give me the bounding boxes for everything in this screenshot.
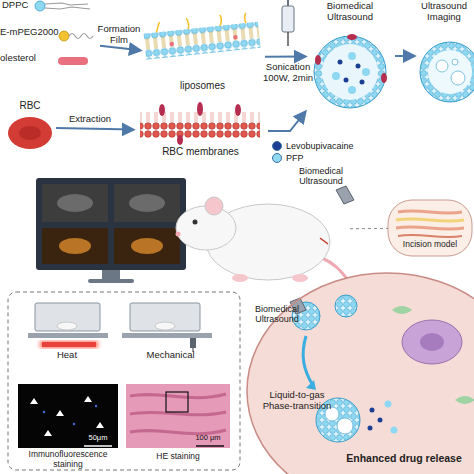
node-text: HE staining — [124, 452, 232, 462]
he-image — [126, 384, 230, 448]
mouse — [176, 197, 373, 290]
node-text: Biomedical Ultrasound — [291, 166, 351, 187]
incision-inset — [388, 200, 472, 256]
node-text: RBC membranes — [148, 146, 253, 158]
imaging-particle — [420, 42, 474, 102]
dashed-panel — [8, 292, 240, 470]
incision-node: Incision model — [388, 198, 472, 258]
membrane-node: RBC membranes — [133, 100, 268, 162]
node-text: Ultrasound Imaging — [415, 1, 473, 23]
connector-arrow — [350, 228, 388, 229]
legend-text: PFP — [286, 153, 304, 163]
rbc-membrane — [140, 102, 260, 145]
immunofluorescence-image — [18, 384, 118, 448]
cell-membrane — [247, 273, 474, 474]
node-text: Enhanced drug release — [334, 452, 474, 464]
red-blood-cell — [8, 117, 52, 149]
staining-panel: HE staining — [124, 382, 232, 472]
node-text: Biomedical Ultrasound — [244, 304, 310, 325]
legend-row: Levobupivacaine — [272, 140, 354, 152]
cell — [247, 273, 474, 474]
connector-arrow — [265, 55, 305, 57]
connector-arrow — [100, 46, 140, 51]
heat-station — [28, 303, 108, 348]
ultrasound-probe — [336, 186, 354, 204]
component-group: DPPC E-mPEG2000 olesterol — [0, 0, 100, 80]
ultrasound-monitor — [36, 178, 186, 283]
edge-label: Sonication 100W, 2min — [262, 62, 314, 84]
node-text: DPPC — [2, 0, 36, 11]
connector-arrow — [56, 128, 133, 130]
cell-node: Biomedical UltrasoundLiquid-to-gas Phase… — [242, 266, 474, 474]
connector-arrow — [268, 112, 305, 131]
legend: LevobupivacainePFP — [272, 140, 354, 164]
scale-label: 100 μm — [186, 434, 230, 442]
node-text: olesterol — [0, 53, 52, 64]
edge-label: Formation Film — [96, 24, 142, 46]
heat-test: Heat — [22, 298, 112, 368]
node-text: Liquid-to-gas Phase-transition — [256, 390, 338, 412]
mechanical-test: Mechanical — [118, 298, 223, 368]
legend-swatch — [272, 141, 282, 151]
node-text: Immunofluorescence staining — [16, 450, 120, 470]
nanoparticle — [314, 34, 387, 108]
imaging-node: Ultrasound Imaging — [414, 0, 474, 112]
node-text: Incision model — [390, 240, 470, 250]
node-text: Mechanical — [128, 350, 213, 361]
node-text: E-mPEG2000 — [0, 27, 60, 38]
legend-text: Levobupivacaine — [286, 141, 354, 151]
rbc-node: RBC — [4, 100, 56, 155]
nanoparticle-node: Biomedical Ultrasound — [305, 0, 395, 112]
liposome-node: liposomes — [140, 20, 265, 95]
edge-label: Extraction — [58, 114, 122, 125]
node-text: Heat — [47, 350, 87, 361]
node-text: RBC — [12, 100, 48, 112]
sonication-probe — [282, 0, 294, 46]
mouse-node: Biomedical Ultrasound — [185, 166, 350, 293]
node-text: liposomes — [170, 80, 235, 92]
liposome-bilayer — [142, 11, 260, 60]
staining-panel: Immunofluorescence staining — [16, 382, 120, 472]
legend-row: PFP — [272, 152, 354, 164]
cell-outline — [242, 266, 474, 474]
mechanical-station — [122, 303, 212, 352]
connector-arrow — [395, 55, 414, 57]
node-text: Biomedical Ultrasound — [313, 1, 387, 23]
legend-swatch — [272, 153, 282, 163]
scale-label: 50μm — [78, 434, 118, 442]
